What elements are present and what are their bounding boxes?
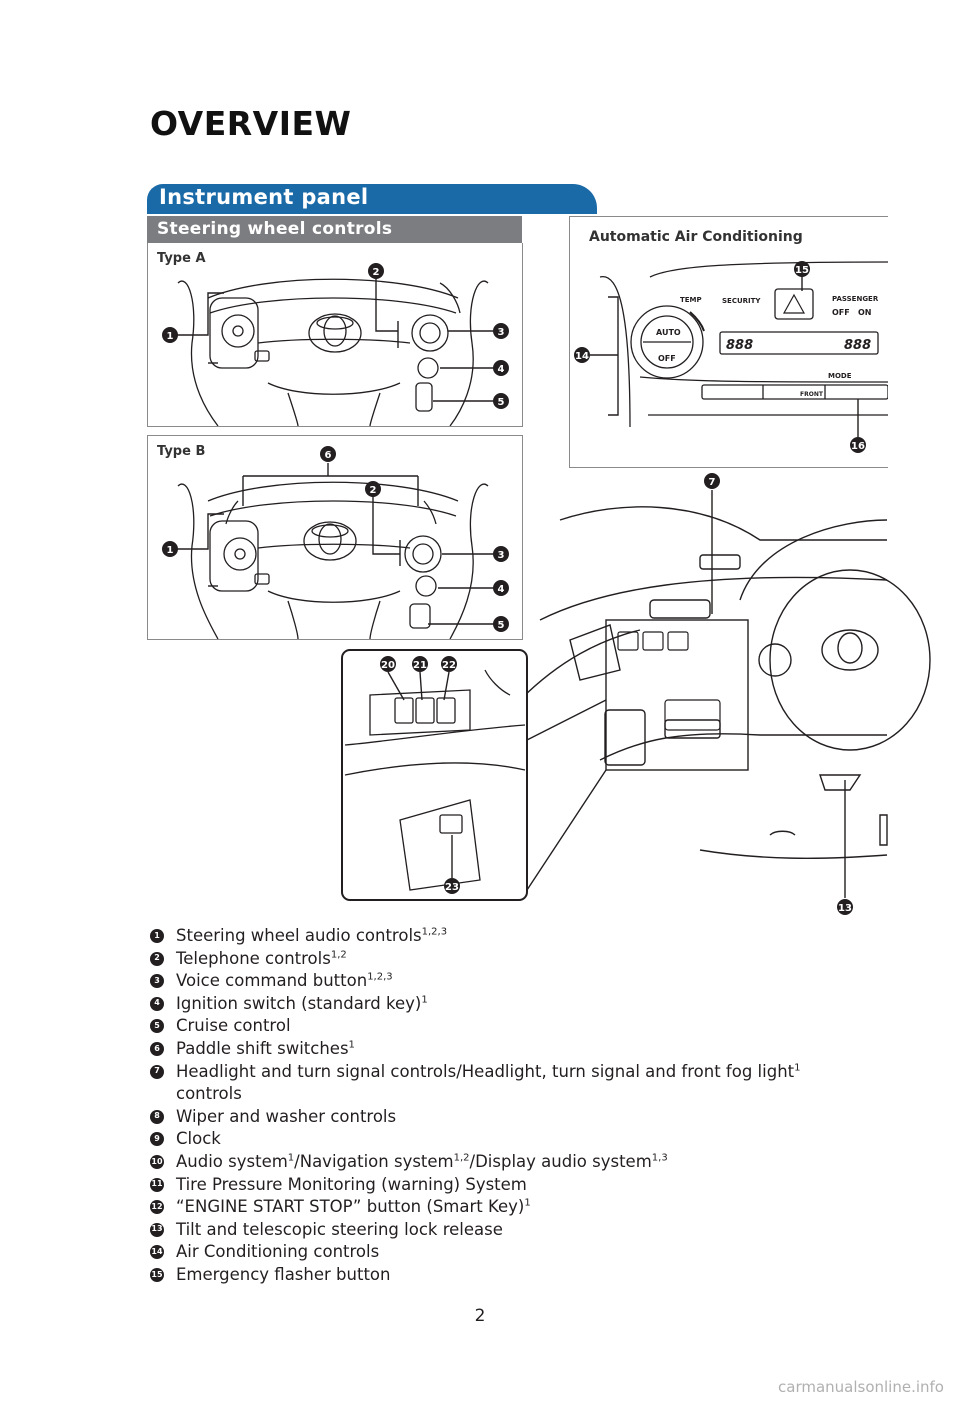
type-b-label: Type B: [157, 444, 206, 459]
ac-temp-text: TEMP: [680, 296, 702, 304]
svg-text:1: 1: [167, 331, 174, 342]
type-a-label: Type A: [157, 251, 206, 266]
legend-number-badge: 12: [150, 1200, 164, 1215]
legend-number-badge: 13: [150, 1222, 164, 1237]
svg-text:3: 3: [498, 327, 505, 338]
svg-text:1: 1: [167, 545, 174, 556]
svg-text:2: 2: [373, 267, 380, 278]
legend-item: 2 Telephone controls1,2: [150, 948, 870, 971]
legend-item: 1 Steering wheel audio controls1,2,3: [150, 925, 870, 948]
ac-figure: TEMP SECURITY PASSENGER OFF ON AUTO OFF …: [569, 216, 888, 468]
legend-number-badge: 10: [150, 1154, 164, 1169]
legend-item: 9 Clock: [150, 1128, 870, 1151]
ac-auto-text: AUTO: [656, 328, 681, 337]
section-header: Instrument panel: [147, 184, 597, 214]
legend-number-badge: 11: [150, 1177, 164, 1192]
svg-text:20: 20: [381, 660, 395, 671]
legend-item: 10 Audio system1/Navigation system1,2/Di…: [150, 1151, 668, 1171]
legend-item: 4 Ignition switch (standard key)1: [150, 993, 870, 1016]
legend-item: 3 Voice command button1,2,3: [150, 970, 870, 993]
legend-item: 12 “ENGINE START STOP” button (Smart Key…: [150, 1197, 531, 1217]
section-title: Instrument panel: [159, 185, 369, 209]
svg-text:3: 3: [498, 550, 505, 561]
page-number: 2: [474, 1306, 486, 1326]
svg-text:16: 16: [851, 441, 865, 452]
page-title: OVERVIEW: [150, 104, 352, 143]
legend-number-badge: 5: [150, 1019, 164, 1034]
svg-text:5: 5: [498, 620, 505, 631]
ac-figure-label: Automatic Air Conditioning: [589, 229, 803, 245]
legend-number-badge: 2: [150, 951, 164, 966]
subsection-header: Steering wheel controls: [147, 216, 522, 243]
svg-text:15: 15: [795, 265, 809, 276]
legend-number-badge: 4: [150, 996, 164, 1011]
ac-airbag-on: ON: [858, 308, 872, 317]
watermark: carmanualsonline.info: [778, 1378, 944, 1396]
ac-passenger-text: PASSENGER: [832, 295, 879, 303]
type-b-figure: 6 2 1 3 4 5 Type B: [147, 435, 523, 640]
legend-item: 5 Cruise control: [150, 1015, 870, 1038]
svg-text:14: 14: [575, 351, 589, 362]
svg-text:6: 6: [325, 450, 332, 461]
legend-number-badge: 8: [150, 1109, 164, 1124]
legend-number-badge: 1: [150, 929, 164, 943]
ac-display-left: 888: [726, 338, 753, 353]
ac-mode-text: MODE: [828, 372, 852, 380]
svg-text:4: 4: [498, 584, 505, 595]
legend-item: 15 Emergency flasher button: [150, 1264, 391, 1284]
ac-off-text: OFF: [658, 354, 676, 363]
callout-badges-type-a: 1 2 3 4 5: [162, 263, 509, 409]
legend-number-badge: 9: [150, 1132, 164, 1147]
legend-item: 7 Headlight and turn signal controls/Hea…: [150, 1061, 870, 1106]
svg-text:13: 13: [838, 903, 852, 914]
type-b-illustration: 6 2 1 3 4 5: [162, 446, 509, 639]
svg-text:23: 23: [445, 882, 459, 893]
svg-text:21: 21: [413, 660, 427, 671]
legend-number-badge: 7: [150, 1064, 164, 1079]
ac-illustration: TEMP SECURITY PASSENGER OFF ON AUTO OFF …: [574, 261, 888, 453]
svg-text:4: 4: [498, 364, 505, 375]
legend-number-badge: 14: [150, 1245, 164, 1260]
callout-badges-ac: 14 15 16: [574, 261, 866, 453]
legend-item: 8 Wiper and washer controls: [150, 1106, 870, 1129]
legend-item: 11 Tire Pressure Monitoring (warning) Sy…: [150, 1174, 527, 1194]
legend-item: 6 Paddle shift switches1: [150, 1038, 870, 1061]
ac-front-text: FRONT: [800, 391, 824, 398]
svg-text:7: 7: [709, 477, 716, 488]
type-a-figure: 1 2 3 4 5 Type A: [147, 243, 523, 427]
subsection-title: Steering wheel controls: [157, 219, 393, 239]
legend-number-badge: 6: [150, 1041, 164, 1056]
legend-item: 13 Tilt and telescopic steering lock rel…: [150, 1219, 503, 1239]
legend-number-badge: 3: [150, 974, 164, 989]
svg-text:2: 2: [370, 485, 377, 496]
svg-text:22: 22: [442, 660, 456, 671]
legend-number-badge: 15: [150, 1267, 164, 1282]
type-a-illustration: 1 2 3 4 5: [162, 263, 509, 426]
callout-badges-type-b: 6 2 1 3 4 5: [162, 446, 509, 632]
svg-text:5: 5: [498, 397, 505, 408]
ac-security-text: SECURITY: [722, 297, 761, 305]
ac-airbag-off: OFF: [832, 308, 850, 317]
legend-list: 1 Steering wheel audio controls1,2,3 2 T…: [150, 925, 870, 1287]
legend-item: 14 Air Conditioning controls: [150, 1242, 380, 1262]
ac-display-right: 888: [844, 338, 871, 353]
